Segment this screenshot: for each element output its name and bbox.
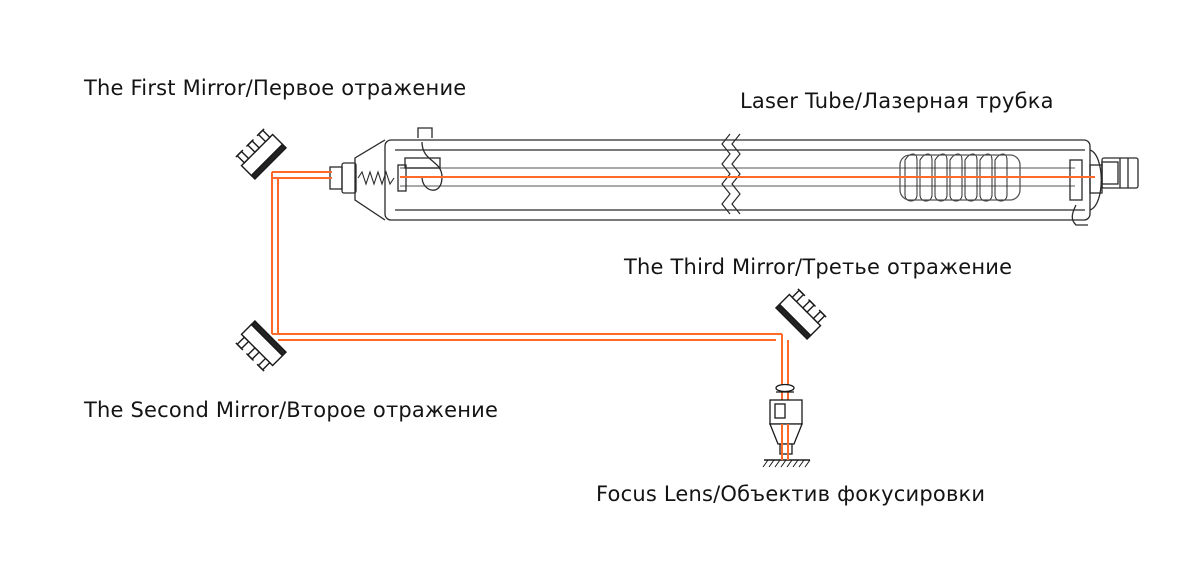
third-mirror [774,288,827,341]
laser-beam [271,171,1095,460]
second-mirror [235,319,288,372]
third-mirror-label: The Third Mirror/Третье отражение [624,255,1013,279]
second-mirror-label: The Second Mirror/Второе отражение [84,398,499,422]
laser-tube-label: Laser Tube/Лазерная трубка [740,89,1054,113]
laser-tube [329,127,1139,226]
first-mirror [235,128,288,181]
focused-beam [781,424,789,460]
focus-lens [762,383,811,468]
focus-lens-label: Focus Lens/Объектив фокусировки [596,482,986,506]
first-mirror-label: The First Mirror/Первое отражение [84,76,467,100]
